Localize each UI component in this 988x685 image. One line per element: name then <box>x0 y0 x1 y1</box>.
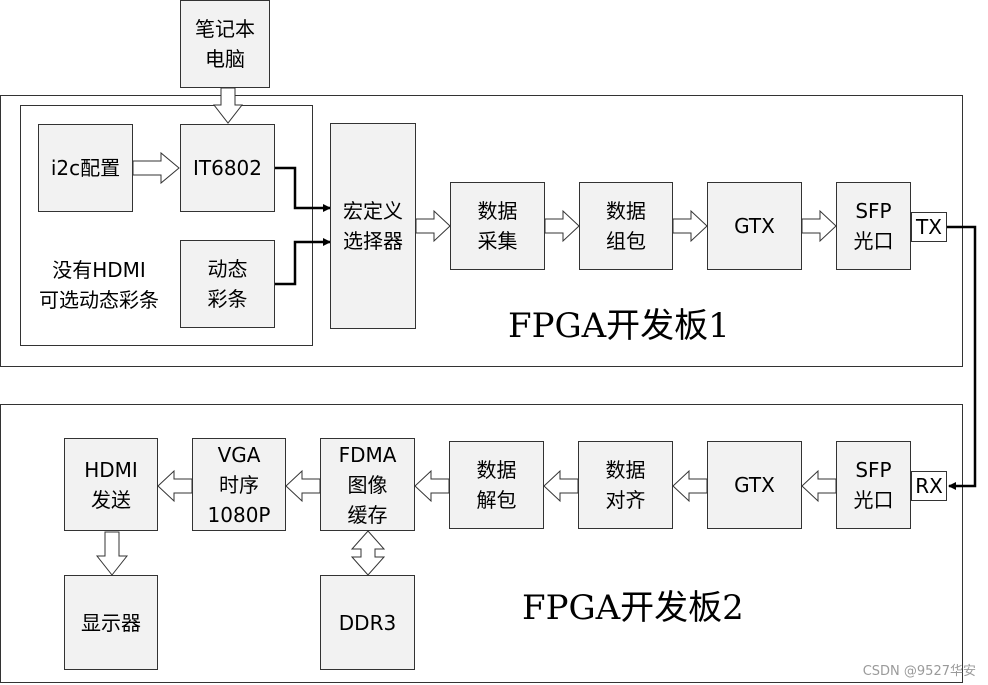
no-hdmi-note: 没有HDMI 可选动态彩条 <box>39 258 159 312</box>
data-pack-box: 数据 组包 <box>579 182 673 270</box>
arrow-hdmi-to-display <box>95 531 129 576</box>
arrow-vga-to-hdmi <box>157 469 193 503</box>
board-1-title: FPGA开发板1 <box>508 306 730 346</box>
sfp-rx-label: SFP 光口 <box>853 458 894 512</box>
it6802-box: IT6802 <box>180 124 275 212</box>
i2c-config-box: i2c配置 <box>38 124 133 212</box>
it6802-label: IT6802 <box>192 156 262 180</box>
arrow-capture-to-pack <box>544 209 580 243</box>
arrow-unpack-to-fdma <box>414 469 450 503</box>
data-capture-box: 数据 采集 <box>450 182 545 270</box>
laptop-label: 笔记本 电脑 <box>195 17 255 71</box>
gtx-tx-box: GTX <box>707 182 802 270</box>
sfp-tx-label: SFP 光口 <box>853 199 894 253</box>
arrow-gtx-to-sfp <box>801 209 837 243</box>
arrow-laptop-to-it6802 <box>212 87 244 124</box>
display-box: 显示器 <box>64 575 158 670</box>
arrow-align-to-unpack <box>543 469 579 503</box>
line-tx-to-rx-fiber <box>947 225 977 490</box>
laptop-box: 笔记本 电脑 <box>180 0 270 88</box>
data-align-box: 数据 对齐 <box>578 441 673 529</box>
vga-timing-box: VGA 时序 1080P <box>192 438 286 531</box>
data-align-label: 数据 对齐 <box>605 458 646 512</box>
ddr3-box: DDR3 <box>320 575 415 670</box>
line-it6802-to-mux <box>275 166 331 212</box>
hdmi-send-box: HDMI 发送 <box>64 438 158 531</box>
arrow-mux-to-capture <box>415 209 451 243</box>
data-unpack-label: 数据 解包 <box>476 458 517 512</box>
arrow-gtx-to-align <box>672 469 708 503</box>
arrow-i2c-to-it6802 <box>132 151 180 185</box>
display-label: 显示器 <box>81 610 141 635</box>
sfp-tx-box: SFP 光口 <box>836 182 911 270</box>
rx-port-box: RX <box>911 471 947 501</box>
tx-port-box: TX <box>911 212 947 242</box>
data-pack-label: 数据 组包 <box>606 199 646 253</box>
fdma-buffer-label: FDMA 图像 缓存 <box>338 442 397 527</box>
gtx-tx-label: GTX <box>734 214 775 238</box>
fpga-board-2-frame <box>0 404 963 683</box>
arrow-sfp-to-gtx-rx <box>801 469 837 503</box>
csdn-watermark: CSDN @9527华安 <box>862 664 976 679</box>
hdmi-send-label: HDMI 发送 <box>84 457 138 512</box>
macro-selector-label: 宏定义 选择器 <box>343 199 403 253</box>
fpga-board-1-frame <box>0 95 963 367</box>
ddr3-label: DDR3 <box>338 610 397 635</box>
line-bars-to-mux <box>275 238 331 286</box>
rx-port-label: RX <box>915 474 943 498</box>
dynamic-bars-label: 动态 彩条 <box>207 257 248 311</box>
sfp-rx-box: SFP 光口 <box>836 441 911 529</box>
data-unpack-box: 数据 解包 <box>449 441 544 529</box>
arrow-fdma-to-vga <box>285 469 321 503</box>
gtx-rx-box: GTX <box>707 441 802 529</box>
arrow-fdma-ddr3-bidirectional <box>350 530 386 576</box>
arrow-pack-to-gtx <box>672 209 708 243</box>
tx-port-label: TX <box>916 215 942 239</box>
data-capture-label: 数据 采集 <box>477 199 518 253</box>
fdma-buffer-box: FDMA 图像 缓存 <box>320 438 415 531</box>
dynamic-bars-box: 动态 彩条 <box>180 240 275 328</box>
gtx-rx-label: GTX <box>734 473 775 497</box>
i2c-config-label: i2c配置 <box>50 156 121 180</box>
macro-selector-box: 宏定义 选择器 <box>330 123 416 329</box>
source-group-frame <box>20 105 313 346</box>
vga-timing-label: VGA 时序 1080P <box>207 442 271 527</box>
board-2-title: FPGA开发板2 <box>522 588 744 628</box>
